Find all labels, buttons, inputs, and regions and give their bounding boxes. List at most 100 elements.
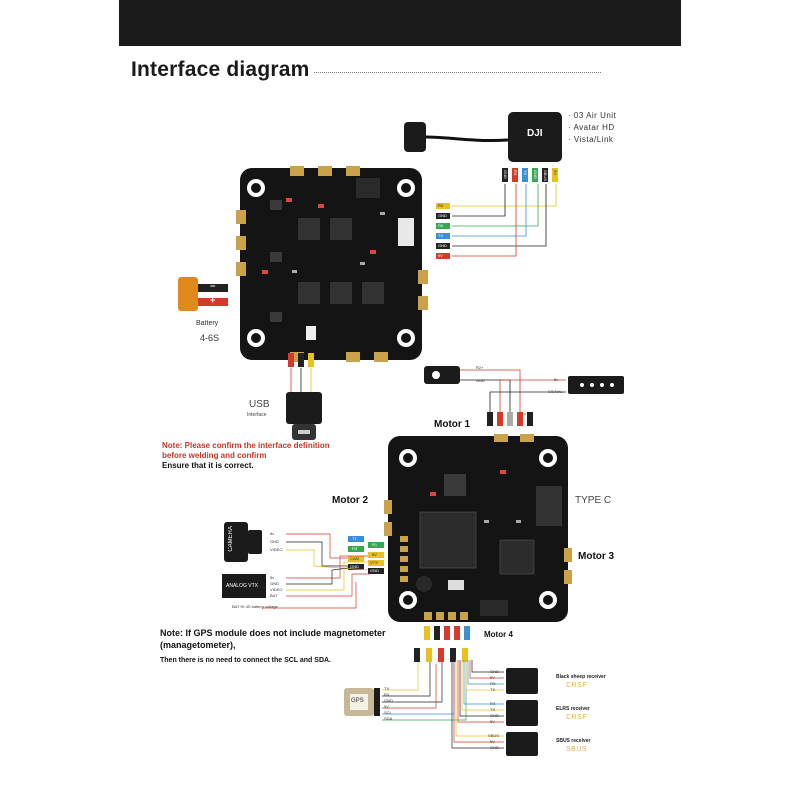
usb-sub-label: Interface [247, 412, 267, 418]
camera-pin-video: VIDEO [270, 547, 283, 552]
vtx-pin-bat: BAT [270, 593, 278, 598]
rx2-pin-rx: RX [490, 701, 496, 706]
fc-pin-r1: R1 [372, 542, 378, 547]
note-confirm-line-3: Ensure that it is correct. [162, 461, 254, 470]
usb-adapter [286, 392, 322, 440]
gps-wires [382, 662, 467, 721]
camera-label: CAMERA [228, 526, 234, 552]
note-gps-line-1: Note: If GPS module does not include mag… [160, 628, 386, 638]
battery-cells: 4-6S [200, 333, 220, 343]
dji-unit-1: 03 Air Unit [568, 110, 616, 122]
esc-board [236, 166, 428, 362]
vtx-label: ANALOG VTX [226, 583, 258, 589]
vtx-pin-gnd: GND [270, 581, 279, 586]
led-pin-signal: SIGNAL [548, 389, 563, 394]
esc-pin-2: GND [438, 213, 447, 218]
bat-voltage-label: BAT HI 4S battery voltage [232, 604, 278, 609]
esc-pin-3: R6 [438, 223, 444, 228]
esc-pin-5: GND [438, 243, 447, 248]
header-banner [119, 0, 681, 46]
gps-pin-scl: SCL [384, 710, 392, 715]
fc-pin-cam: CAM [350, 556, 359, 561]
esc-pin-4: TX [438, 233, 444, 238]
note-confirm-line-1: Note: Please confirm the interface defin… [162, 441, 330, 450]
dji-pin-3: TX [523, 170, 528, 176]
rx1-pin-5v: 5V [490, 675, 495, 680]
fc-left-pin-labels [348, 536, 384, 574]
rx1-protocol: CRSF [566, 682, 588, 689]
gps-pin-tx: TX [384, 686, 390, 691]
dji-pin-2: RX [513, 170, 518, 176]
page-title: Interface diagram [131, 58, 310, 81]
rx3-name: SBUS receiver [556, 738, 591, 744]
gps-pin-5v: 5V [384, 704, 389, 709]
battery-label: Battery [196, 320, 219, 327]
rx2-pin-tx: TX [490, 707, 496, 712]
motor-3-label: Motor 3 [578, 551, 615, 562]
rx1-pin-gnd: GND [490, 669, 499, 674]
camera-module [224, 522, 262, 562]
rx3-pin-gnd: GND [490, 745, 499, 750]
rx1-name: Black sheep receiver [556, 674, 606, 680]
esc-pin-1: R2 [438, 203, 444, 208]
rx2-name: ELRS receiver [556, 706, 590, 712]
led-module [424, 366, 624, 426]
esc-top-pin-labels [436, 203, 450, 259]
fc-board [384, 434, 572, 622]
motor-4-label: Motor 4 [484, 630, 513, 639]
note-gps-line-3: Then there is no need to connect the SCL… [160, 657, 332, 664]
led-pin-r2: R2+ [476, 365, 484, 370]
note-gps-line-2: (managetometer), [160, 640, 236, 650]
note-confirm-line-2: before welding and confirm [162, 451, 267, 460]
battery-connector [178, 277, 228, 311]
dji-pin-5: SBUS [543, 170, 548, 181]
receiver-wires [451, 660, 504, 749]
fc-pin-t1: T1 [352, 536, 357, 541]
rx1-pin-rx: RX [490, 681, 496, 686]
dji-wires [452, 184, 557, 257]
fc-bottom-pin-labels [414, 626, 470, 662]
vtx-pin-5v: 5v [270, 575, 275, 580]
motor-1-label: Motor 1 [434, 419, 471, 430]
vtx-module [222, 574, 266, 598]
battery-plus-label: + [210, 295, 216, 305]
rx2-protocol: CRSF [566, 714, 588, 721]
camera-vtx-wires [262, 533, 370, 609]
gps-pin-gnd: GND [384, 698, 393, 703]
dji-air-unit [404, 112, 562, 182]
led-pin-5v: 5v [554, 377, 559, 382]
fc-pin-r3: R3 [352, 546, 358, 551]
rx3-pin-sbus: SBUS [488, 733, 499, 738]
camera-pin-5v: 5v [270, 531, 275, 536]
fc-pin-gnd-1: GND [350, 564, 359, 569]
rx3-protocol: SBUS [566, 746, 588, 753]
usb-label: USB [249, 399, 270, 410]
dji-logo: DJI [527, 128, 543, 139]
dji-unit-2: Avatar HD [568, 122, 616, 134]
esc-pin-6: 9V [438, 253, 443, 258]
esc-usb-pins [288, 353, 314, 392]
rx1-pin-tx: TX [490, 687, 496, 692]
receiver-modules [506, 668, 538, 756]
motor-2-label: Motor 2 [332, 495, 369, 506]
gps-pin-sda: SDA [384, 716, 393, 721]
fc-pin-gnd-2: GND [370, 568, 379, 573]
rx2-pin-5v: 5V [490, 719, 495, 724]
rx2-pin-gnd: GND [490, 713, 499, 718]
vtx-pin-video: VIDEO [270, 587, 283, 592]
gps-label: GPS [351, 698, 364, 704]
battery-minus-label: − [210, 281, 216, 291]
dji-pin-6: 9V [553, 170, 558, 175]
type-c-label: TYPE C [575, 495, 612, 506]
rx3-pin-5v: 5V [490, 739, 495, 744]
camera-pin-gnd: GND [270, 539, 279, 544]
gps-pin-rx: RX [384, 692, 390, 697]
led-pin-gnd: GND [476, 378, 485, 383]
fc-pin-5v: 5V [372, 552, 377, 557]
title-divider [314, 72, 601, 73]
dji-pin-1: GND [503, 170, 508, 179]
dji-unit-list: 03 Air Unit Avatar HD Vista/Link [568, 110, 616, 146]
dji-unit-3: Vista/Link [568, 134, 616, 146]
dji-pin-4: GND [533, 170, 538, 179]
